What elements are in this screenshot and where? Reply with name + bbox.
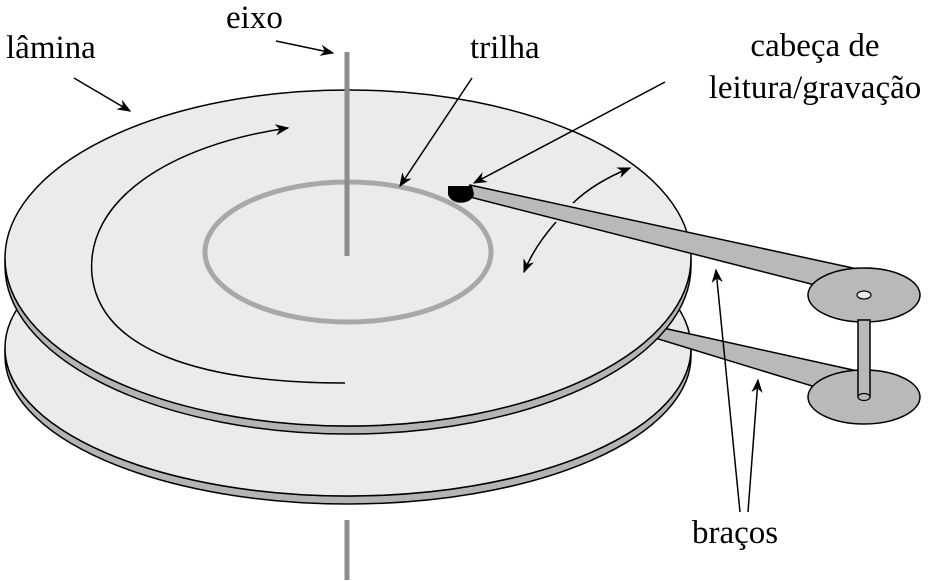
- label-bracos: braços: [692, 515, 778, 551]
- label-lamina: lâmina: [6, 30, 96, 66]
- label-eixo: eixo: [226, 0, 283, 36]
- pivot-hole: [856, 290, 872, 300]
- label-trilha: trilha: [470, 30, 540, 66]
- upper-platter: [4, 89, 692, 435]
- lower-arm: [653, 327, 921, 425]
- eixo-pointer: [275, 40, 335, 56]
- read-write-head: [447, 186, 474, 203]
- rotation-arrow: [90, 124, 346, 384]
- arm-swing-arrow-down: [523, 221, 557, 274]
- label-head-line1: cabeça de: [750, 28, 879, 64]
- head-pointer: [472, 81, 666, 184]
- label-head-line2: leitura/gravação: [709, 70, 922, 106]
- bracos-pointer-1: [711, 268, 741, 513]
- trilha-pointer: [399, 77, 473, 188]
- arm-swing-arrow-up: [572, 167, 632, 204]
- lamina-pointer: [73, 77, 132, 112]
- arm-pivot-shaft: [857, 319, 871, 402]
- bracos-pointer-2: [747, 378, 763, 513]
